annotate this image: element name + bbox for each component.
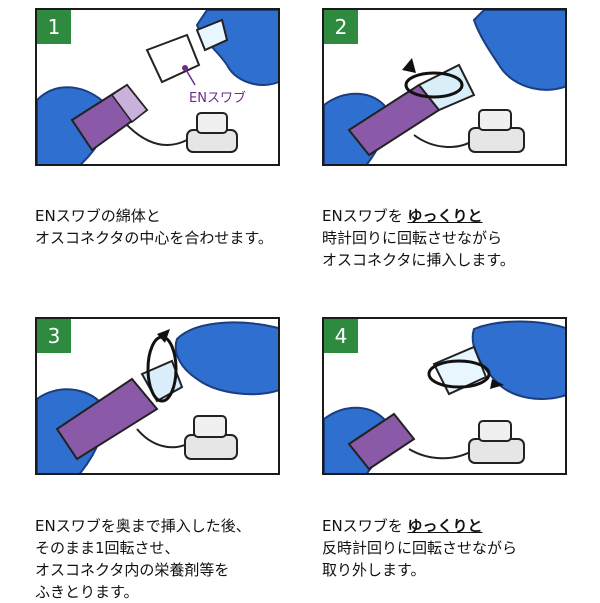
step-3-illustration <box>37 321 278 473</box>
step-number-badge: 2 <box>324 10 358 44</box>
step-4-panel: 4 <box>322 317 567 475</box>
step-3-panel: 3 <box>35 317 280 475</box>
step-1-panel: 1 ENスワブ <box>35 8 280 166</box>
step-2-caption: ENスワブを ゆっくりと 時計回りに回転させながら オスコネクタに挿入します。 <box>322 207 515 269</box>
step-1-illustration: ENスワブ <box>37 10 278 164</box>
step-number-badge: 3 <box>37 319 71 353</box>
step-4-illustration <box>324 320 565 473</box>
step-2-panel: 2 <box>322 8 567 166</box>
step-4-caption: ENスワブを ゆっくりと 反時計回りに回転させながら 取り外します。 <box>322 517 518 579</box>
rotate-arrow-icon <box>490 379 504 389</box>
step-3-caption: ENスワブを奥まで挿入した後、 そのまま1回転させ、 オスコネクタ内の栄養剤等を… <box>35 517 251 601</box>
swab-label: ENスワブ <box>189 90 246 106</box>
step-number-badge: 1 <box>37 10 71 44</box>
rotate-arrow-icon <box>402 58 416 73</box>
step-2-illustration <box>324 10 565 164</box>
step-1-caption: ENスワブの綿体と オスコネクタの中心を合わせます。 <box>35 207 273 247</box>
step-number-badge: 4 <box>324 319 358 353</box>
rotate-arrow-icon <box>157 329 170 343</box>
